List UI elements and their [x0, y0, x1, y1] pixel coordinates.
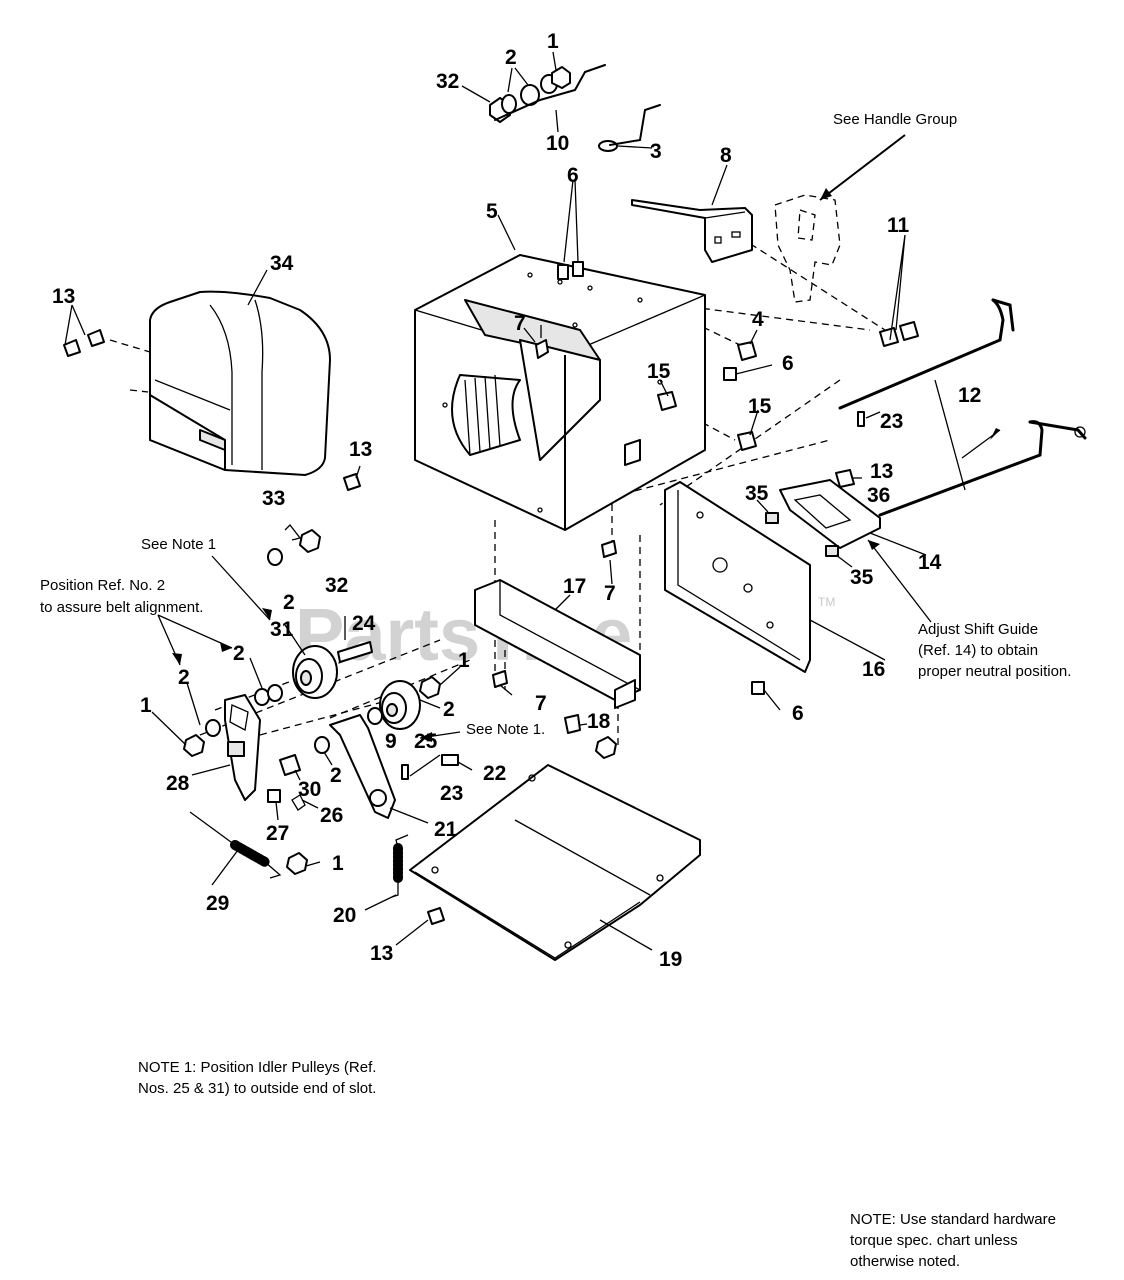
callout-23b: 23: [440, 782, 463, 805]
notes: See Handle Group See Note 1 See Note 1. …: [40, 111, 1071, 1270]
callout-13b: 13: [870, 460, 893, 483]
callout-4: 4: [752, 308, 764, 331]
note-see-1a: See Note 1: [141, 536, 216, 553]
callout-33: 33: [262, 487, 285, 510]
callout-29: 29: [206, 892, 229, 915]
callout-9: 9: [385, 730, 397, 753]
leader-lines: [64, 51, 1001, 951]
callout-10: 10: [546, 132, 569, 155]
bracket-8: [631, 199, 753, 263]
callout-16: 16: [862, 658, 885, 681]
spring-20: [391, 834, 409, 898]
callout-25: 25: [414, 730, 438, 753]
callout-31: 31: [270, 618, 294, 641]
callout-1a: 1: [547, 30, 559, 53]
note-shift-2: (Ref. 14) to obtain: [918, 642, 1038, 659]
spring-29: [189, 811, 282, 879]
note-shift-3: proper neutral position.: [918, 663, 1071, 680]
callout-2c: 2: [233, 642, 245, 665]
callout-7c: 7: [535, 692, 547, 715]
note1-line2: Nos. 25 & 31) to outside end of slot.: [138, 1080, 376, 1097]
callout-23a: 23: [880, 410, 903, 433]
plate-16: [664, 481, 811, 673]
callout-11: 11: [887, 214, 910, 237]
callout-7a: 7: [514, 312, 526, 335]
note-shift-1: Adjust Shift Guide: [918, 621, 1038, 638]
callout-labels: 1 2 32 10 3 8 6 5 34 13 7 4 11 15 12 23 …: [52, 30, 981, 971]
callout-1c: 1: [140, 694, 152, 717]
pulley-31: [292, 645, 338, 699]
callout-22: 22: [483, 762, 506, 785]
callout-27: 27: [266, 822, 289, 845]
bottom-plate-19: [409, 764, 701, 961]
shift-rods-12: [838, 298, 1087, 517]
callout-18: 18: [587, 710, 611, 733]
callout-36: 36: [867, 484, 890, 507]
arrowheads: [172, 188, 1000, 742]
note-torque-1: NOTE: Use standard hardware: [850, 1211, 1056, 1228]
callout-15b: 15: [748, 395, 772, 418]
callout-1d: 1: [332, 852, 344, 875]
belt-cover-34: [149, 290, 331, 476]
pulley-25: [379, 680, 421, 730]
note-torque-2: torque spec. chart unless: [850, 1232, 1018, 1249]
callout-32b: 32: [325, 574, 348, 597]
note-handle-group: See Handle Group: [833, 111, 957, 128]
callout-30: 30: [298, 778, 321, 801]
callout-2f: 2: [330, 764, 342, 787]
shift-guide-14: [765, 479, 881, 557]
callout-28: 28: [166, 772, 190, 795]
watermark-trademark: TM: [818, 595, 835, 609]
handle-group-outline: [774, 194, 841, 303]
callout-19: 19: [659, 948, 682, 971]
callout-6b: 6: [792, 702, 804, 725]
callout-14: 14: [918, 551, 942, 574]
callout-5: 5: [486, 200, 498, 223]
callout-35b: 35: [850, 566, 874, 589]
callout-8: 8: [720, 144, 732, 167]
callout-12: 12: [958, 384, 981, 407]
callout-6a: 6: [567, 164, 579, 187]
callout-21: 21: [434, 818, 458, 841]
note-see-1b: See Note 1.: [466, 721, 545, 738]
callout-17: 17: [563, 575, 586, 598]
callout-6c: 6: [782, 352, 794, 375]
note-torque-3: otherwise noted.: [850, 1253, 960, 1270]
callout-13a: 13: [52, 285, 75, 308]
callout-26: 26: [320, 804, 343, 827]
housing-5: [414, 254, 706, 531]
note-belt-2: to assure belt alignment.: [40, 599, 203, 616]
callout-13d: 13: [349, 438, 372, 461]
callout-13c: 13: [370, 942, 393, 965]
callout-32a: 32: [436, 70, 459, 93]
callout-20: 20: [333, 904, 356, 927]
callout-2e: 2: [443, 698, 455, 721]
note1-line1: NOTE 1: Position Idler Pulleys (Ref.: [138, 1059, 376, 1076]
callout-15a: 15: [647, 360, 671, 383]
callout-7b: 7: [604, 582, 616, 605]
callout-34: 34: [270, 252, 294, 275]
callout-2b: 2: [283, 591, 295, 614]
callout-2a: 2: [505, 46, 517, 69]
callout-35a: 35: [745, 482, 769, 505]
idler-bracket-28: [224, 694, 261, 801]
callout-2d: 2: [178, 666, 190, 689]
channel-17: [474, 579, 641, 709]
callout-3: 3: [650, 140, 662, 163]
callout-1b: 1: [458, 649, 470, 672]
callout-24: 24: [352, 612, 376, 635]
hardware: [63, 64, 919, 925]
note-belt-1: Position Ref. No. 2: [40, 577, 165, 594]
